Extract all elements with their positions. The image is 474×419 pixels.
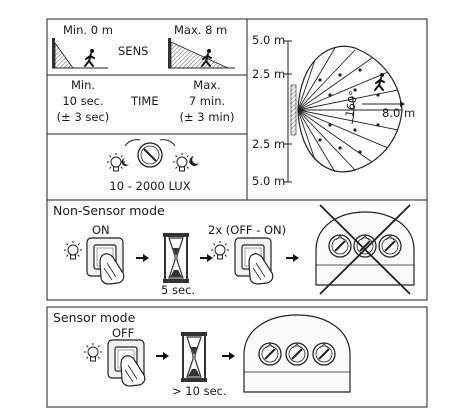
non-sensor-panel-frame xyxy=(46,199,428,301)
sensor-dial-unit-crossed xyxy=(315,204,415,295)
non-sensor-wait-label: 5 sec. xyxy=(161,283,196,297)
sensor-step-1 xyxy=(83,339,146,387)
non-sensor-step-3 xyxy=(210,237,274,285)
sens-label: SENS xyxy=(118,44,149,58)
time-min-label: Min. xyxy=(70,78,96,92)
sens-min-label: Min. 0 m xyxy=(63,23,113,37)
detection-range-diagram xyxy=(284,40,405,183)
arrow-icon xyxy=(135,253,150,263)
time-label: TIME xyxy=(131,94,159,108)
time-max-tolerance: (± 3 min) xyxy=(179,110,235,124)
arrow-icon xyxy=(285,253,300,263)
min-range-icon xyxy=(52,38,108,69)
non-sensor-switch-label: ON xyxy=(92,223,110,237)
sensor-panel-frame xyxy=(46,306,428,408)
arrow-icon xyxy=(199,253,214,263)
sensor-dial-unit xyxy=(243,314,351,393)
range-reach-label: 8.0 m xyxy=(382,106,416,120)
range-top-outer: 5.0 m xyxy=(252,33,286,47)
lux-range-label: 10 - 2000 LUX xyxy=(109,179,191,193)
sensor-mode-title: Sensor mode xyxy=(53,310,136,325)
hourglass-icon xyxy=(180,331,208,383)
time-min-value: 10 sec. xyxy=(62,94,104,108)
non-sensor-step-1 xyxy=(63,237,125,285)
moon-bulb-icon xyxy=(172,152,199,172)
range-bottom-inner: 2.5 m xyxy=(252,137,286,151)
sensor-switch-label: OFF xyxy=(112,326,135,340)
arrow-icon xyxy=(155,351,170,361)
time-min-tolerance: (± 3 sec) xyxy=(56,110,110,124)
sens-max-label: Max. 8 m xyxy=(174,23,228,37)
range-top-inner: 2.5 m xyxy=(252,67,286,81)
arrow-icon xyxy=(221,351,236,361)
hourglass-icon xyxy=(162,232,190,284)
time-max-label: Max. xyxy=(193,78,221,92)
time-max-value: 7 min. xyxy=(188,94,226,108)
max-range-icon xyxy=(168,38,235,69)
range-bottom-outer: 5.0 m xyxy=(252,174,286,188)
lux-dial-icon xyxy=(124,139,176,168)
non-sensor-toggle-label: 2x (OFF - ON) xyxy=(208,223,287,237)
non-sensor-mode-title: Non-Sensor mode xyxy=(53,203,165,218)
sensor-wait-label: > 10 sec. xyxy=(172,384,227,398)
sun-bulb-icon xyxy=(106,152,129,172)
